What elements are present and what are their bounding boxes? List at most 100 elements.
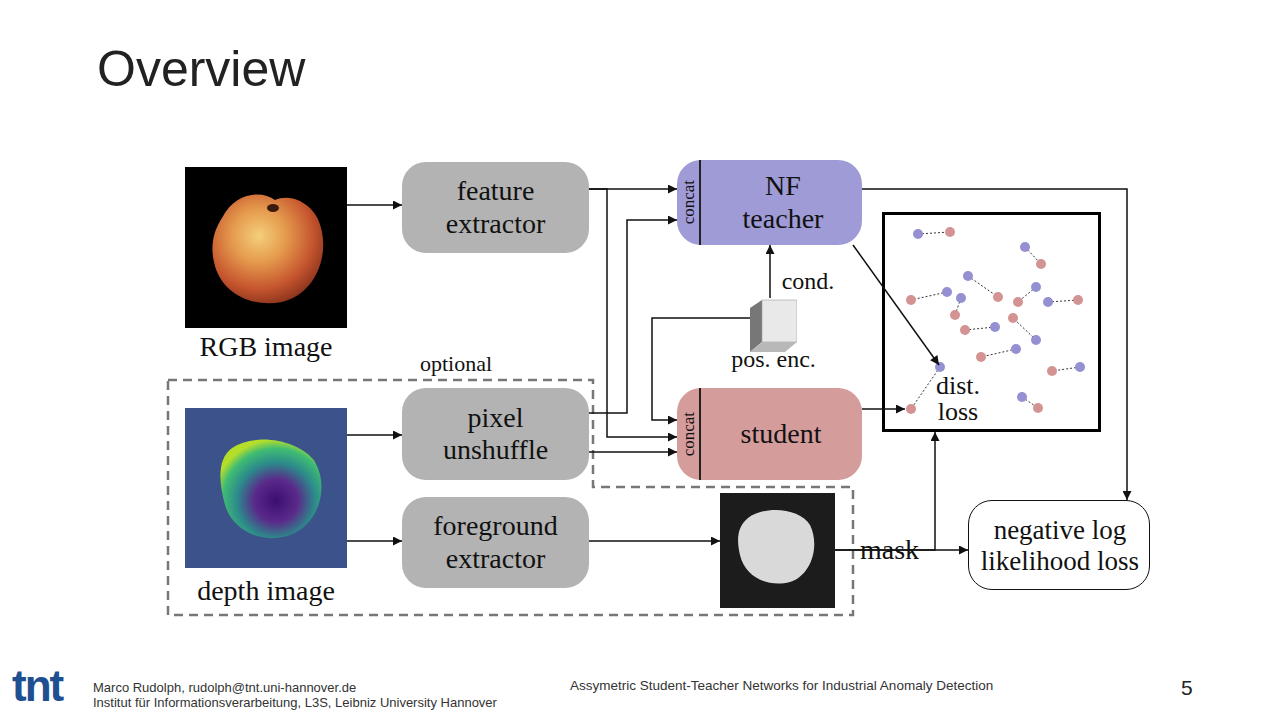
- text-frame: RGB image: [165, 330, 367, 364]
- student-point: [993, 292, 1003, 302]
- depth-illustration: [220, 440, 321, 539]
- text-frame: NF teacher: [722, 160, 844, 245]
- student-point: [950, 310, 960, 320]
- text-frame: foreground extractor: [414, 497, 577, 588]
- arrow-connector: [835, 549, 968, 551]
- cube-front: [762, 300, 797, 342]
- distance-line: [968, 276, 998, 297]
- concat-divider: [699, 388, 701, 480]
- teacher-point: [956, 293, 966, 303]
- teacher-point: [990, 322, 1000, 332]
- teacher-point: [1017, 392, 1027, 402]
- node-label: pos. enc.: [731, 346, 816, 374]
- student-point: [960, 325, 970, 335]
- concat-label: concat: [679, 180, 699, 224]
- arrow-connector: [347, 540, 402, 542]
- input-image: RGB image: [185, 167, 347, 328]
- distillation-plot: dist. loss: [882, 212, 1101, 432]
- text-frame: concat: [677, 388, 700, 480]
- student-point: [1073, 295, 1083, 305]
- text-frame: optional: [406, 350, 506, 378]
- node-label: pixel unshuffle: [414, 402, 577, 466]
- arrow-connector: [652, 318, 750, 420]
- distance-line: [981, 349, 1016, 357]
- node-label: mask: [860, 534, 919, 566]
- author-line: Marco Rudolph, rudolph@tnt.uni-hannover.…: [93, 681, 356, 694]
- distance-line: [1052, 367, 1080, 371]
- teacher-point: [1031, 282, 1041, 292]
- cube-symbol: [750, 298, 797, 352]
- process-box: pixel unshuffle: [402, 388, 589, 480]
- teacher-point: [1031, 335, 1041, 345]
- node-label: optional: [420, 351, 492, 376]
- teacher-point: [1011, 344, 1021, 354]
- process-box: foreground extractor: [402, 497, 589, 588]
- distance-line: [1025, 247, 1041, 264]
- distance-line: [1013, 318, 1036, 340]
- arrow-connector: [589, 188, 677, 190]
- teacher-point: [1075, 362, 1085, 372]
- teacher-box: concat NF teacher: [677, 160, 862, 245]
- node-label: depth image: [197, 575, 335, 607]
- text-frame: pixel unshuffle: [414, 388, 577, 480]
- teacher-point: [935, 362, 945, 372]
- arrow-connector: [769, 245, 771, 298]
- arrow-connector: [862, 408, 905, 410]
- text-frame: feature extractor: [414, 162, 577, 253]
- student-point: [906, 295, 916, 305]
- student-point: [1013, 297, 1023, 307]
- arrow-connector: [589, 220, 677, 413]
- node-label: student: [741, 418, 822, 450]
- arrow-connector: [589, 189, 677, 437]
- student-point: [906, 404, 916, 414]
- node-label: RGB image: [200, 331, 333, 363]
- loss-box: negative log likelihood loss: [968, 500, 1150, 590]
- arrow-connector: [347, 204, 402, 206]
- student-point: [1033, 403, 1043, 413]
- distance-line: [1048, 300, 1078, 302]
- institute-line: Institut für Informationsverarbeitung, L…: [93, 696, 497, 709]
- logo-text: tnt: [12, 664, 62, 708]
- distance-line: [918, 232, 950, 234]
- teacher-point: [1043, 297, 1053, 307]
- text-frame: depth image: [165, 574, 367, 608]
- arrow-connector: [589, 451, 677, 453]
- arrow-connector: [862, 189, 1127, 500]
- concat-divider: [699, 160, 701, 245]
- teacher-point: [1020, 242, 1030, 252]
- input-image: depth image: [185, 408, 347, 568]
- student-point: [945, 227, 955, 237]
- student-point: [1036, 259, 1046, 269]
- distance-line: [911, 367, 940, 409]
- slide-title: Overview: [97, 44, 305, 94]
- page-number: 5: [1181, 677, 1193, 698]
- teacher-point: [913, 229, 923, 239]
- text-frame: mask: [860, 533, 950, 567]
- text-frame: dist. loss: [918, 371, 998, 427]
- node-label: negative log likelihood loss: [973, 515, 1147, 577]
- positional-encoding: pos. enc.: [750, 298, 797, 352]
- distance-line: [965, 327, 995, 330]
- text-frame: pos. enc.: [715, 346, 832, 374]
- process-box: feature extractor: [402, 162, 589, 253]
- arrow-connector: [347, 434, 402, 436]
- talk-title: Assymetric Student-Teacher Networks for …: [570, 679, 993, 693]
- arrow-connector: [835, 432, 935, 550]
- concat-label: concat: [679, 412, 699, 456]
- text-frame: concat: [677, 160, 700, 245]
- student-point: [976, 352, 986, 362]
- edge-label: cond.: [768, 266, 848, 296]
- teacher-point: [942, 287, 952, 297]
- teacher-point: [963, 271, 973, 281]
- student-box: concat student: [677, 388, 862, 480]
- arrow-connector: [853, 245, 939, 365]
- node-label: feature extractor: [414, 175, 577, 239]
- student-point: [1047, 366, 1057, 376]
- text-frame: negative log likelihood loss: [973, 501, 1147, 591]
- text-frame: student: [700, 388, 862, 480]
- node-label: NF teacher: [722, 170, 844, 234]
- mask-image: mask: [720, 493, 835, 608]
- node-label: dist. loss: [918, 373, 998, 425]
